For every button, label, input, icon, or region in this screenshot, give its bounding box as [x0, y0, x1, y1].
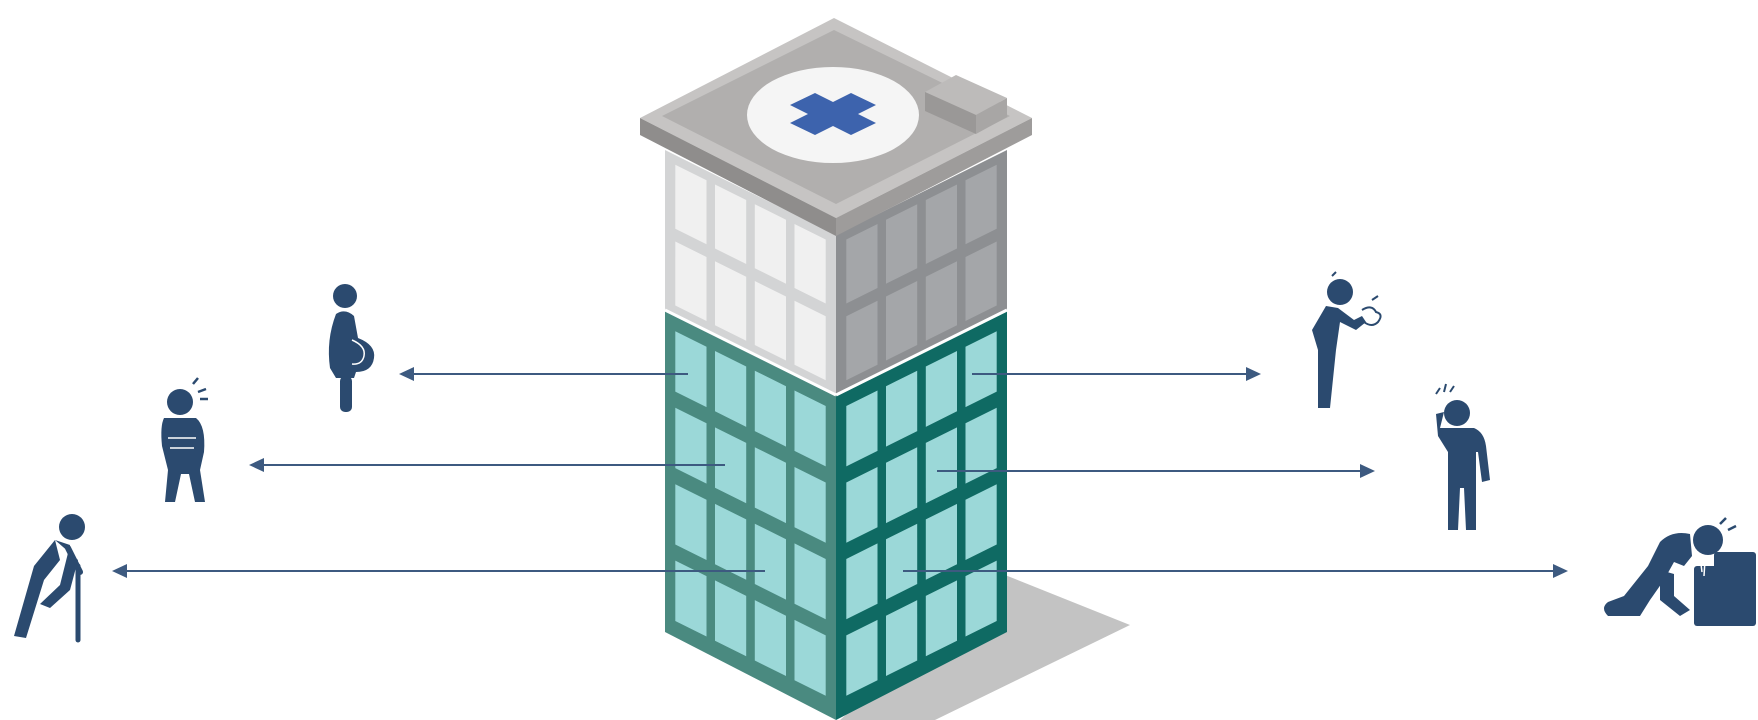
window — [846, 467, 878, 543]
headache-person-icon — [1435, 383, 1490, 530]
window — [925, 503, 957, 580]
window — [794, 224, 826, 304]
window — [794, 300, 826, 381]
window — [965, 241, 997, 321]
roof-rim-right — [836, 118, 1032, 236]
window — [675, 560, 707, 637]
elderly-person-with-cane-icon — [14, 514, 85, 643]
window — [846, 543, 878, 620]
window — [886, 523, 918, 600]
window — [675, 484, 707, 560]
section-divider-right — [835, 308, 1008, 397]
window — [925, 580, 957, 657]
window — [675, 164, 707, 245]
window — [965, 560, 997, 637]
vomiting-person-icon — [1604, 517, 1756, 626]
arrow-to-elderly-person — [112, 564, 765, 578]
pregnant-woman-icon — [328, 284, 375, 412]
window — [886, 281, 918, 361]
window — [715, 580, 747, 657]
window — [754, 600, 786, 676]
window — [754, 523, 786, 600]
window — [675, 331, 707, 408]
window — [886, 204, 918, 284]
arrow-to-pregnant-woman — [399, 367, 688, 381]
window — [965, 164, 997, 245]
connector-arrows — [112, 367, 1568, 578]
window — [886, 447, 918, 524]
hospital-building-icon — [640, 18, 1032, 720]
window — [794, 467, 826, 543]
window — [886, 370, 918, 447]
arrow-to-stomach-pain-person — [249, 458, 725, 472]
window — [886, 600, 918, 676]
window — [846, 390, 878, 467]
window — [715, 503, 747, 580]
window — [965, 331, 997, 408]
window — [965, 484, 997, 560]
arrow-to-vomiting-person — [903, 564, 1568, 578]
window — [846, 224, 878, 304]
stomach-pain-person-icon — [161, 377, 208, 502]
window — [754, 370, 786, 447]
window — [675, 241, 707, 321]
building-shadow — [840, 575, 1130, 720]
window — [925, 184, 957, 264]
window — [965, 407, 997, 484]
window — [715, 351, 747, 427]
upper-left-wall — [665, 150, 836, 395]
upper-right-wall — [836, 150, 1007, 395]
roof-rim-left — [640, 118, 836, 236]
window — [794, 390, 826, 467]
window — [925, 427, 957, 504]
window — [925, 351, 957, 427]
window — [754, 204, 786, 284]
arrow-to-headache-person — [937, 464, 1375, 478]
building-windows — [675, 164, 997, 696]
window — [754, 447, 786, 524]
window — [715, 261, 747, 341]
lower-right-wall — [836, 310, 1007, 720]
lower-left-wall — [665, 310, 836, 720]
window — [794, 543, 826, 620]
section-divider — [664, 308, 837, 397]
medical-cross-icon — [790, 93, 876, 135]
arrow-to-coughing-person — [972, 367, 1261, 381]
window — [846, 300, 878, 381]
window — [794, 619, 826, 696]
window — [715, 184, 747, 264]
roof-vent-box — [925, 75, 1007, 134]
window — [846, 619, 878, 696]
window — [754, 281, 786, 361]
window — [715, 427, 747, 504]
coughing-person-icon — [1312, 271, 1382, 408]
window — [925, 261, 957, 341]
